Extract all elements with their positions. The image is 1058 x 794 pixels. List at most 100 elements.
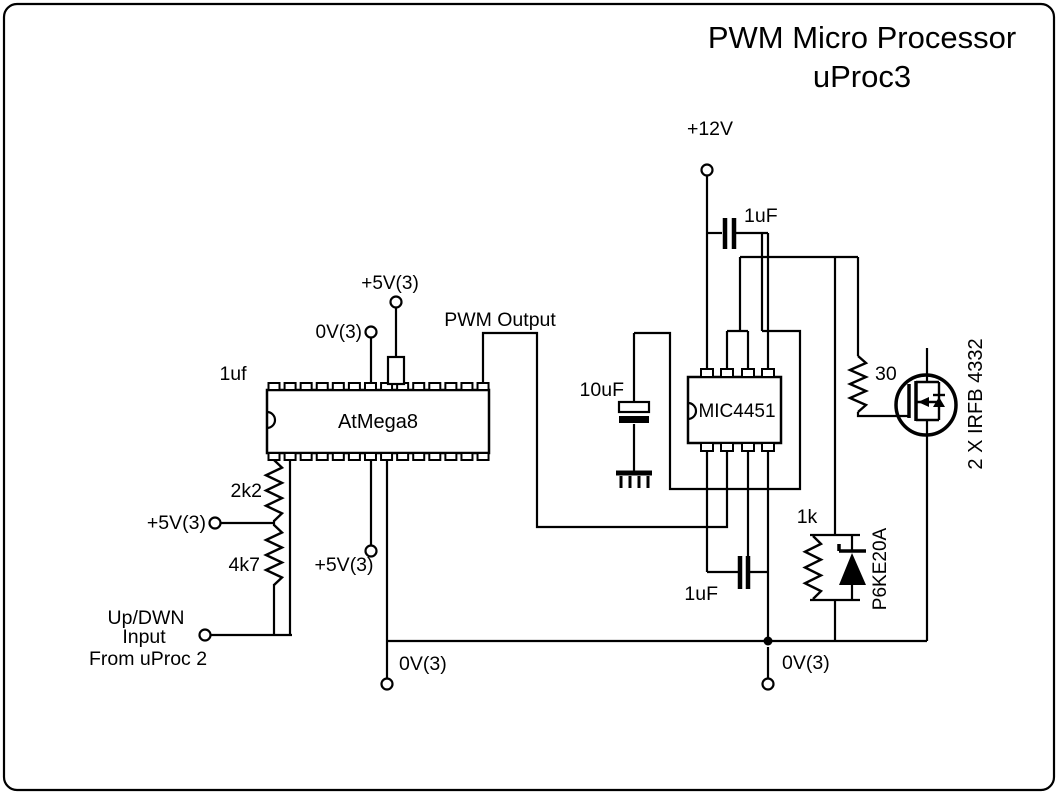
resistor-zigzag [847, 355, 869, 413]
chip-pin [299, 382, 313, 391]
ground-symbol [616, 470, 652, 488]
resistor-30-gate [847, 355, 869, 413]
mosfet-arrow [918, 397, 929, 407]
chip-pin [720, 368, 734, 378]
label-cap-bypass: 1uF [744, 205, 778, 227]
chip-pin [283, 452, 297, 461]
label-updown-2: Input [122, 626, 166, 648]
chip-pin [331, 452, 345, 461]
resistor-2k2 [263, 459, 285, 522]
terminal-gnd-bottom-left [380, 677, 394, 691]
label-tvs: P6KE20A [870, 527, 891, 610]
label-5v-top: +5V(3) [361, 273, 419, 294]
atmega8-chip: AtMega8 [265, 382, 491, 461]
chip-pin [380, 382, 394, 391]
label-updown-3: From uProc 2 [89, 648, 207, 670]
label-cap-coupling: 1uF [684, 583, 718, 605]
chip-pin [476, 452, 490, 461]
chip-pin [331, 382, 345, 391]
diode-triangle [839, 553, 866, 585]
capacitor-1uf-coupling [737, 556, 751, 589]
chip-pin [267, 382, 281, 391]
mic4451-notch [687, 401, 698, 421]
label-5v-mid: +5V(3) [147, 512, 206, 534]
chip-pin [700, 368, 714, 378]
resistor-4k7 [263, 524, 285, 586]
terminal-5v-bottom [364, 544, 378, 558]
label-cap-input: 1uf [219, 363, 247, 385]
mic4451-pins [700, 368, 775, 452]
mic4451-body [686, 375, 783, 445]
mic4451-label: MIC4451 [698, 401, 775, 422]
label-5v-bottom: +5V(3) [314, 554, 373, 576]
label-gnd-top: 0V(3) [316, 322, 362, 343]
label-gnd-bottom-left: 0V(3) [399, 653, 447, 675]
label-r-pulldown: 1k [797, 506, 818, 528]
page-subtitle: uProc3 [813, 59, 911, 94]
series-box-5v [386, 355, 406, 386]
label-mosfet: 2 X IRFB 4332 [965, 338, 987, 469]
mosfet-symbol [894, 373, 958, 437]
label-cap-bulk: 10uF [580, 379, 625, 401]
label-12v: +12V [687, 118, 733, 140]
chip-pin [476, 382, 490, 391]
resistor-1k-pulldown [802, 535, 824, 600]
wire-gate-lead [856, 412, 909, 418]
capacitor-1uf-bypass [722, 218, 737, 249]
resistor-zigzag [802, 535, 824, 600]
body-diode-triangle [933, 397, 945, 407]
terminal-5v-top [389, 295, 403, 309]
wires [211, 176, 929, 679]
chip-pin [283, 382, 297, 391]
chip-pin [299, 452, 313, 461]
chip-pin [741, 368, 755, 378]
chip-pin [720, 442, 734, 452]
wire-pwm-output [481, 331, 729, 529]
chip-pin [315, 382, 329, 391]
wire-driver-loop [634, 329, 802, 491]
terminal-gnd-top [364, 325, 378, 339]
chip-pin [315, 452, 329, 461]
label-r-gate: 30 [875, 363, 897, 385]
terminals [198, 163, 775, 691]
chip-pin [380, 452, 394, 461]
chip-pin [741, 442, 755, 452]
page-title: PWM Micro Processor [708, 20, 1016, 55]
terminal-updown-input [198, 628, 212, 642]
chip-pin [363, 382, 377, 391]
chip-pin [412, 452, 426, 461]
chip-pin [347, 382, 361, 391]
label-r-divider-bottom: 4k7 [229, 554, 260, 576]
terminal-gnd-bottom-right [761, 677, 775, 691]
atmega8-notch [266, 410, 277, 430]
tvs-diode-symbol [810, 533, 866, 602]
labels: PWM Micro Processor uProc3 +12V 1uF 10uF… [89, 20, 1016, 675]
resistor-zigzag [263, 524, 285, 586]
chip-pin [363, 452, 377, 461]
chip-pin [444, 382, 458, 391]
label-gnd-bottom-right: 0V(3) [782, 652, 830, 674]
chip-pin [428, 382, 442, 391]
chip-pin [700, 442, 714, 452]
mic4451-chip: MIC4451 [686, 368, 783, 452]
atmega8-pins [267, 382, 490, 461]
chip-pin [460, 382, 474, 391]
chip-pin [761, 368, 775, 378]
junction-dot [763, 636, 773, 646]
label-pwm-output: PWM Output [444, 309, 556, 331]
label-updown-1: Up/DWN [108, 607, 185, 629]
terminal-5v-mid [208, 516, 222, 530]
cap-plate-negative [619, 416, 649, 423]
resistor-zigzag [263, 459, 285, 522]
chip-pin [347, 452, 361, 461]
chip-pin [761, 442, 775, 452]
terminal-12v [700, 163, 714, 177]
atmega8-label: AtMega8 [338, 411, 418, 433]
chip-pin [267, 452, 281, 461]
cap-plate-positive [617, 400, 651, 414]
label-r-divider-top: 2k2 [231, 480, 262, 502]
chip-pin [460, 452, 474, 461]
